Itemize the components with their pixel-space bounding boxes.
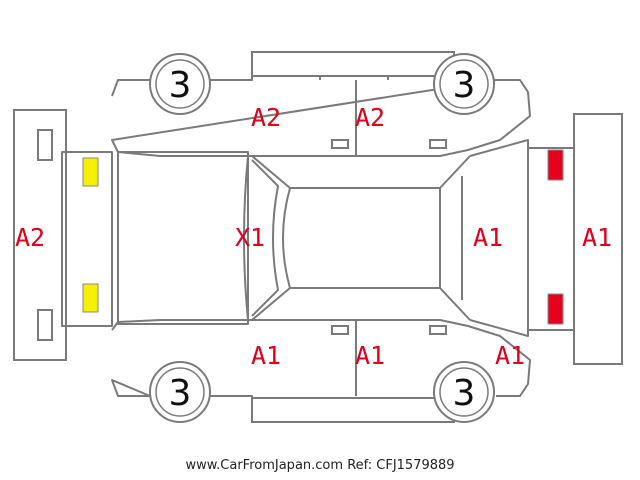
wheel-rear-right-value: 3 — [453, 373, 476, 414]
hood-code: X1 — [235, 223, 265, 252]
right-rear-door-code: A1 — [355, 341, 385, 370]
wheel-front-left: 3 — [149, 53, 211, 115]
right-rear-quarter-code: A1 — [495, 341, 525, 370]
footer-watermark: www.CarFromJapan.com Ref: CFJ1579889 — [0, 458, 640, 473]
rear-bumper-code: A1 — [582, 223, 612, 252]
front-bumper-code: A2 — [15, 223, 45, 252]
wheel-front-left-value: 3 — [169, 65, 192, 106]
wheel-rear-left-value: 3 — [453, 65, 476, 106]
top-roof-strip — [251, 51, 455, 77]
footer-site: www.CarFromJapan.com — [185, 458, 344, 473]
footer-ref: Ref: CFJ1579889 — [347, 458, 455, 473]
rear-lamp-top — [547, 149, 564, 181]
bottom-roof-strip — [251, 397, 455, 423]
wheel-front-right: 3 — [149, 361, 211, 423]
wheel-front-right-value: 3 — [169, 373, 192, 414]
front-lamp-bottom — [82, 283, 99, 313]
rear-glass-code: A1 — [473, 223, 503, 252]
front-lamp-top — [82, 157, 99, 187]
left-rear-door-code: A2 — [355, 103, 385, 132]
rear-lamp-bottom — [547, 293, 564, 325]
right-front-door-code: A1 — [251, 341, 281, 370]
wheel-rear-left: 3 — [433, 53, 495, 115]
front-bumper — [13, 109, 67, 361]
wheel-rear-right: 3 — [433, 361, 495, 423]
left-front-door-code: A2 — [251, 103, 281, 132]
